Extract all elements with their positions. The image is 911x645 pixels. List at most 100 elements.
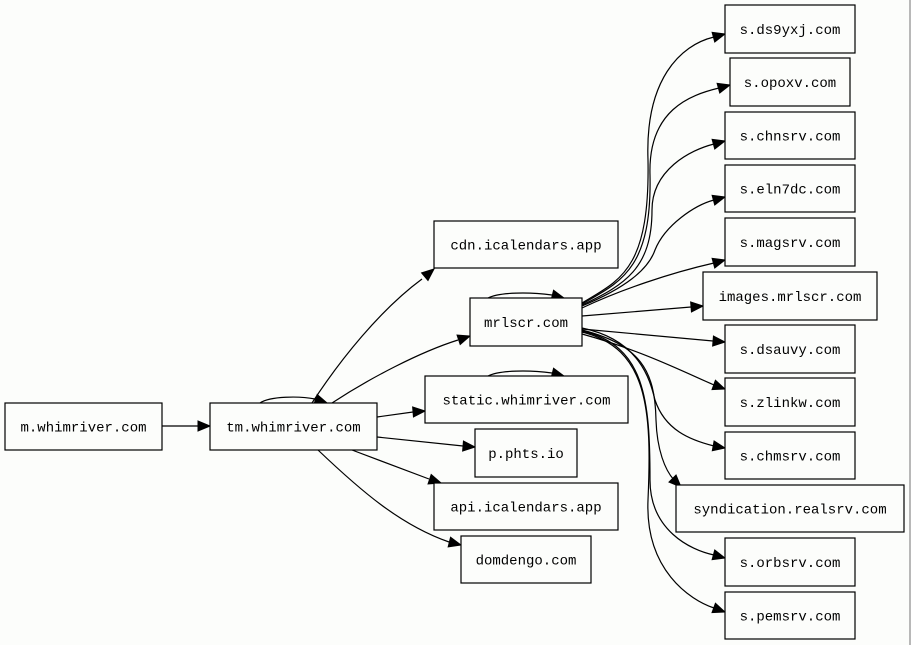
arrowhead-icon — [711, 549, 727, 561]
edge-mrlscr-to-images — [581, 301, 705, 317]
node-box[interactable] — [724, 591, 856, 640]
edge-line — [311, 278, 423, 404]
edge-mrlscr-to-zlinkw — [581, 333, 727, 391]
arrowhead-icon — [420, 268, 435, 282]
node-label: s.chmsrv.com — [740, 450, 841, 466]
node-box[interactable] — [724, 164, 856, 213]
node-api[interactable]: api.icalendars.app — [433, 482, 619, 531]
edge-line — [376, 411, 414, 418]
node-ds9yxj[interactable]: s.ds9yxj.com — [724, 4, 856, 54]
node-box[interactable] — [724, 4, 856, 54]
nodes-layer: m.whimriver.com tm.whimriver.com cdn.icale… — [4, 4, 905, 640]
edge-line — [581, 331, 715, 609]
node-label: s.dsauvy.com — [740, 343, 841, 359]
node-pemsrv[interactable]: s.pemsrv.com — [724, 591, 856, 640]
node-label: s.pemsrv.com — [740, 610, 841, 626]
node-box[interactable] — [675, 484, 905, 533]
edge-mrlscr-to-magsrv — [581, 257, 727, 309]
node-label: mrlscr.com — [484, 316, 568, 332]
node-tm[interactable]: tm.whimriver.com — [209, 402, 378, 451]
arrowhead-icon — [712, 335, 727, 347]
node-box[interactable] — [4, 402, 163, 451]
edge-line — [351, 449, 430, 480]
node-dsauvy[interactable]: s.dsauvy.com — [724, 324, 856, 374]
edge-line — [581, 328, 714, 342]
node-box[interactable] — [724, 537, 856, 587]
node-box[interactable] — [433, 482, 619, 531]
edge-line — [376, 436, 464, 447]
arrowhead-icon — [412, 406, 427, 418]
node-box[interactable] — [702, 271, 878, 321]
node-cdn[interactable]: cdn.icalendars.app — [433, 220, 619, 269]
node-label: s.zlinkw.com — [740, 396, 841, 412]
node-orbsrv[interactable]: s.orbsrv.com — [724, 537, 856, 587]
node-label: s.opoxv.com — [744, 76, 836, 92]
arrowhead-icon — [711, 31, 727, 43]
edge-line — [581, 87, 720, 305]
node-chnsrv[interactable]: s.chnsrv.com — [724, 111, 856, 160]
arrowhead-icon — [711, 379, 727, 391]
edge-mrlscr-to-pemsrv — [581, 331, 727, 614]
node-label: syndication.realsrv.com — [693, 503, 886, 519]
arrowhead-icon — [197, 420, 212, 432]
edge-line — [581, 333, 715, 386]
arrowhead-icon — [447, 536, 463, 548]
arrowhead-icon — [716, 82, 732, 94]
arrowhead-icon — [711, 602, 727, 614]
node-box[interactable] — [209, 402, 378, 451]
node-box[interactable] — [724, 431, 856, 480]
edge-mrlscr-to-ds9yxj — [581, 31, 727, 304]
edge-mrlscr-to-dsauvy — [581, 328, 727, 347]
node-box[interactable] — [460, 535, 592, 584]
arrowhead-icon — [456, 334, 472, 346]
node-box[interactable] — [724, 377, 856, 427]
arrowhead-icon — [668, 474, 682, 488]
node-label: s.ds9yxj.com — [740, 23, 841, 39]
edges-layer — [162, 31, 732, 614]
node-eln7dc[interactable]: s.eln7dc.com — [724, 164, 856, 213]
node-box[interactable] — [433, 220, 619, 269]
node-chmsrv[interactable]: s.chmsrv.com — [724, 431, 856, 480]
node-mrlscr[interactable]: mrlscr.com — [469, 297, 583, 347]
edge-line — [581, 330, 715, 556]
edge-mrlscr-to-opoxv — [581, 82, 732, 305]
node-zlinkw[interactable]: s.zlinkw.com — [724, 377, 856, 427]
edge-mrlscr-to-eln7dc — [581, 194, 727, 307]
edge-mrlscr-to-syndication — [581, 329, 682, 488]
node-phts[interactable]: p.phts.io — [474, 428, 578, 478]
edge-line — [331, 339, 459, 404]
edge-tm-to-domdengo — [317, 449, 463, 548]
node-box[interactable] — [474, 428, 578, 478]
node-label: s.chnsrv.com — [740, 130, 841, 146]
node-opoxv[interactable]: s.opoxv.com — [729, 57, 851, 107]
edge-tm-to-mrlscr — [331, 334, 472, 404]
edge-line — [487, 292, 553, 299]
node-images[interactable]: images.mrlscr.com — [702, 271, 878, 321]
node-label: s.eln7dc.com — [740, 183, 841, 199]
node-label: s.magsrv.com — [740, 236, 841, 252]
node-syndication[interactable]: syndication.realsrv.com — [675, 484, 905, 533]
node-magsrv[interactable]: s.magsrv.com — [724, 217, 856, 267]
edge-line — [581, 262, 715, 309]
node-box[interactable] — [424, 375, 629, 424]
node-label: tm.whimriver.com — [226, 421, 360, 437]
node-box[interactable] — [724, 217, 856, 267]
viewport-edge — [909, 0, 911, 645]
edge-line — [317, 449, 450, 543]
node-box[interactable] — [724, 111, 856, 160]
arrowhead-icon — [711, 194, 727, 206]
edge-line — [581, 306, 692, 317]
node-label: images.mrlscr.com — [719, 290, 862, 306]
node-box[interactable] — [724, 324, 856, 374]
node-label: p.phts.io — [488, 447, 564, 463]
node-box[interactable] — [729, 57, 851, 107]
node-m[interactable]: m.whimriver.com — [4, 402, 163, 451]
node-box[interactable] — [469, 297, 583, 347]
edge-line — [259, 396, 316, 404]
edge-tm-to-static — [376, 406, 427, 418]
arrowhead-icon — [690, 301, 705, 313]
node-domdengo[interactable]: domdengo.com — [460, 535, 592, 584]
node-label: m.whimriver.com — [20, 421, 146, 437]
node-static[interactable]: static.whimriver.com — [424, 375, 629, 424]
edge-tm-to-cdn — [311, 268, 435, 404]
